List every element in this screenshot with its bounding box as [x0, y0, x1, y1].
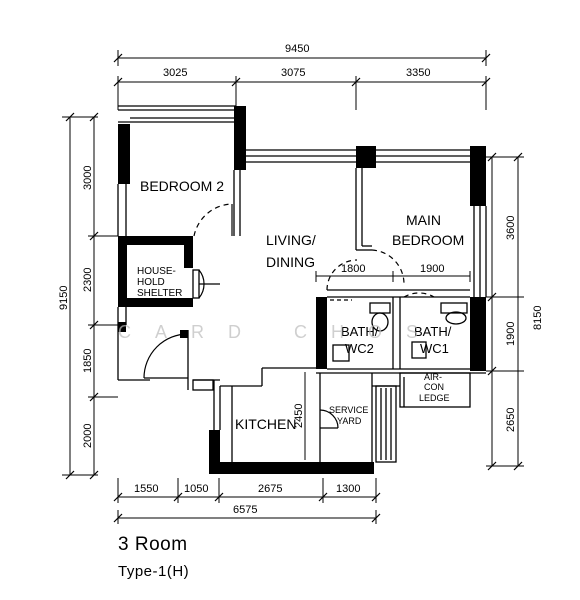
thin-walls [117, 105, 487, 463]
shelter-label-2: HOLD [137, 277, 165, 288]
dim-right-2: 1900 [505, 322, 517, 346]
shelter-label-3: SHELTER [137, 288, 182, 299]
dimension-lines [62, 50, 524, 524]
bedroom2-label: BEDROOM 2 [140, 178, 224, 194]
main-bedroom-label-2: BEDROOM [392, 232, 464, 248]
aircon-label-1: AIR- [424, 372, 442, 382]
dim-top-3: 3350 [406, 67, 430, 79]
walls [118, 106, 486, 474]
dimension-labels: 9450 3025 3075 3350 1550 1050 2675 1300 … [58, 43, 544, 516]
living-label-2: DINING [266, 254, 315, 270]
dim-inner-1900: 1900 [420, 263, 444, 275]
dim-bottom-3: 2675 [258, 483, 282, 495]
dim-left-3: 1850 [82, 349, 94, 373]
plan-type: Type-1(H) [118, 563, 190, 580]
watermark: CARD CHOS [118, 322, 443, 342]
main-bedroom-label-1: MAIN [406, 212, 441, 228]
dim-bottom-1: 1550 [134, 483, 158, 495]
bath1-label-1: BATH/ [414, 324, 452, 339]
dim-left-1: 3000 [82, 166, 94, 190]
dimension-ticks [65, 53, 523, 523]
dim-bottom-4: 1300 [336, 483, 360, 495]
plan-title: 3 Room [118, 534, 188, 555]
dim-bottom-2: 1050 [184, 483, 208, 495]
bath1-label-2: WC1 [420, 341, 449, 356]
kitchen-label: KITCHEN [235, 416, 296, 432]
dim-right-total: 8150 [532, 306, 544, 330]
service-yard-label-1: SERVICE [329, 405, 368, 415]
aircon-label-3: LEDGE [419, 393, 450, 403]
dim-top-1: 3025 [163, 67, 187, 79]
room-labels: BEDROOM 2 LIVING/ DINING MAIN BEDROOM HO… [137, 178, 464, 432]
dim-left-2: 2300 [82, 268, 94, 292]
bath2-label-1: BATH/ [341, 324, 379, 339]
dim-right-3: 2650 [505, 408, 517, 432]
doors [143, 203, 435, 429]
dim-top-2: 3075 [281, 67, 305, 79]
service-yard-label-2: YARD [337, 416, 362, 426]
aircon-label-2: CON [424, 382, 444, 392]
dim-inner-1800: 1800 [341, 263, 365, 275]
bath2-label-2: WC2 [345, 341, 374, 356]
dim-kitchen-2450: 2450 [293, 404, 305, 428]
living-label-1: LIVING/ [266, 232, 316, 248]
dim-overall-width: 9450 [285, 43, 309, 55]
dim-left-total: 9150 [58, 286, 70, 310]
dim-left-4: 2000 [82, 424, 94, 448]
shelter-label-1: HOUSE- [137, 266, 176, 277]
dim-bottom-total: 6575 [233, 504, 257, 516]
dim-right-1: 3600 [505, 216, 517, 240]
